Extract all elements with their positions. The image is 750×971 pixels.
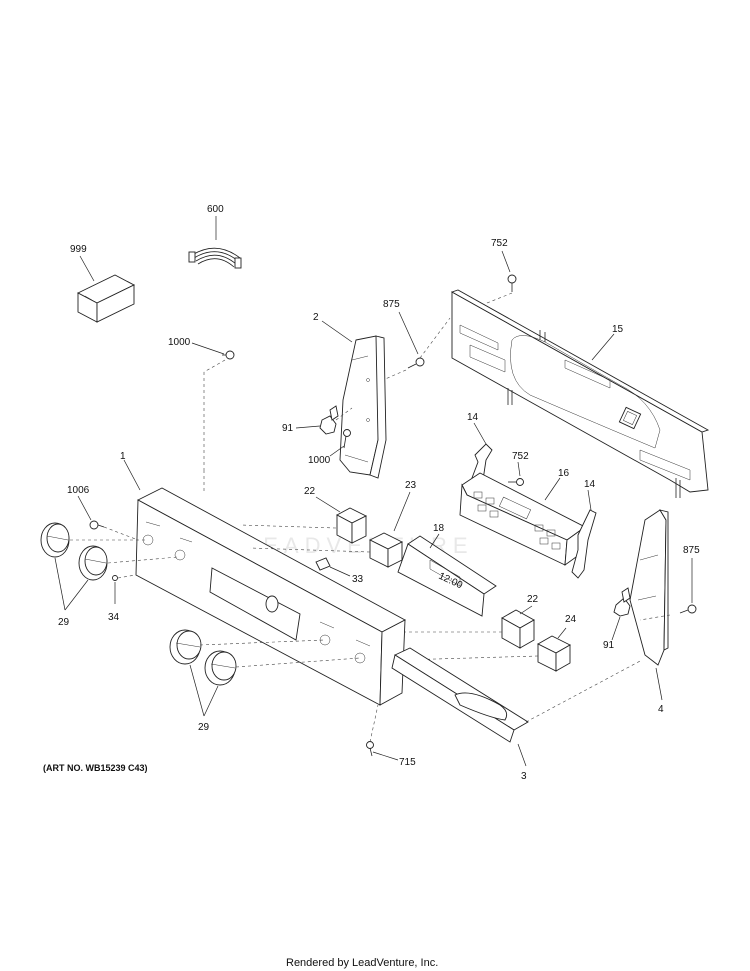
label-600: 600: [207, 204, 224, 215]
label-1000-upper: 1000: [168, 337, 191, 348]
part-752-screw: [507, 274, 517, 292]
part-22-switch-upper: [336, 507, 368, 544]
label-3: 3: [521, 771, 527, 782]
label-22-upper: 22: [304, 486, 316, 497]
part-3-trim: [391, 647, 529, 743]
part-16-control-board: [459, 472, 586, 566]
part-29-knob-upper-1: [40, 522, 70, 558]
footer-credit: Rendered by LeadVenture, Inc.: [286, 957, 438, 969]
art-number: (ART NO. WB15239 C43): [43, 763, 148, 773]
part-875-screw-right: [679, 604, 697, 614]
part-715-screw: [366, 741, 374, 757]
label-33: 33: [352, 574, 364, 585]
part-91-clip-lower: [613, 587, 631, 617]
label-14-left: 14: [467, 412, 479, 423]
label-875-right: 875: [683, 545, 700, 556]
label-16: 16: [558, 468, 570, 479]
label-29-upper: 29: [58, 617, 70, 628]
part-29-knob-upper-2: [78, 545, 108, 581]
label-752-lower: 752: [512, 451, 529, 462]
part-29-knob-lower-2: [204, 650, 237, 686]
part-23-switch: [368, 532, 404, 568]
part-24-switch: [537, 635, 571, 672]
part-999-box: [77, 274, 135, 323]
label-2: 2: [313, 312, 319, 323]
part-752-screw-lower: [508, 478, 524, 486]
part-18-overlay: [397, 535, 497, 617]
label-29-lower: 29: [198, 722, 210, 733]
label-14-right: 14: [584, 479, 596, 490]
label-18: 18: [433, 523, 445, 534]
label-752-top: 752: [491, 238, 508, 249]
part-1000-screw-upper: [222, 350, 235, 360]
label-91-upper: 91: [282, 423, 294, 434]
label-1: 1: [120, 451, 126, 462]
label-34: 34: [108, 612, 120, 623]
label-1006: 1006: [67, 485, 90, 496]
part-22-switch-lower: [501, 609, 535, 649]
label-1000-lower: 1000: [308, 455, 331, 466]
label-4: 4: [658, 704, 664, 715]
part-34-spring: [112, 575, 118, 581]
part-4-right-bracket: [629, 509, 669, 666]
label-91-lower: 91: [603, 640, 615, 651]
part-2-left-bracket: [339, 335, 387, 479]
label-24: 24: [565, 614, 577, 625]
part-1-control-panel: [135, 487, 406, 706]
label-23: 23: [405, 480, 417, 491]
part-33-clip: [315, 557, 331, 571]
label-22-lower: 22: [527, 594, 539, 605]
part-91-clip-upper: [319, 405, 339, 435]
part-1000-screw-lower: [343, 429, 351, 449]
part-14-bracket-right: [571, 509, 597, 579]
part-1006-screw: [89, 520, 105, 530]
label-715: 715: [399, 757, 416, 768]
part-29-knob-lower-1: [169, 629, 202, 665]
part-15-back-panel: [450, 289, 710, 498]
label-999: 999: [70, 244, 87, 255]
part-600-harness: [188, 247, 242, 269]
label-875-upper: 875: [383, 299, 400, 310]
label-15: 15: [612, 324, 624, 335]
part-875-screw-upper: [407, 357, 425, 369]
